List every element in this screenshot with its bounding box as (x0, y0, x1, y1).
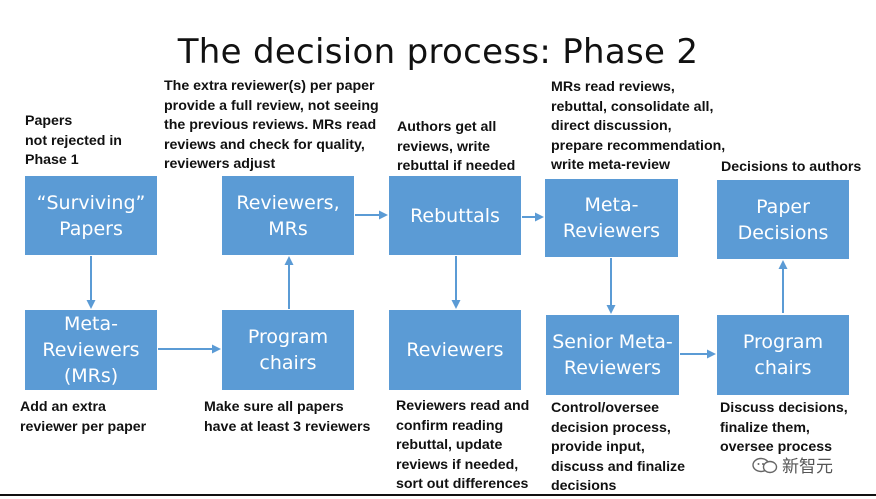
note-control-oversee: Control/oversee decision process, provid… (551, 400, 686, 495)
note-reviewers-read: Reviewers read and confirm reading rebut… (396, 398, 530, 493)
box-paper-decisions: Paper Decisions (717, 180, 849, 259)
watermark: 新智元 (752, 452, 833, 477)
note-authors-get: Authors get all reviews, write rebuttal … (397, 119, 516, 175)
box-rebuttals: Rebuttals (389, 176, 521, 255)
note-make-sure: Make sure all papers have at least 3 rev… (204, 399, 371, 435)
box-reviewers: Reviewers (389, 310, 521, 390)
note-decisions-to-authors: Decisions to authors (721, 159, 862, 175)
box-meta-reviewers-mrs: Meta- Reviewers (MRs) (25, 310, 157, 390)
watermark-logo-icon (752, 456, 778, 474)
page-title: The decision process: Phase 2 (177, 32, 699, 72)
box-program-chairs-1: Program chairs (222, 310, 354, 390)
box-program-chairs-2: Program chairs (717, 315, 849, 395)
note-discuss-decisions: Discuss decisions, finalize them, overse… (720, 400, 848, 456)
note-add-extra-reviewer: Add an extra reviewer per paper (20, 399, 147, 435)
note-mrs-read: MRs read reviews, rebuttal, consolidate … (551, 79, 726, 174)
box-senior-meta-reviewers: Senior Meta- Reviewers (546, 315, 679, 395)
note-papers-not-rejected: Papers not rejected in Phase 1 (25, 113, 122, 169)
box-meta-reviewers: Meta- Reviewers (545, 179, 678, 257)
box-reviewers-mrs: Reviewers, MRs (222, 176, 354, 255)
bottom-divider (0, 494, 876, 496)
watermark-text: 新智元 (782, 457, 833, 477)
box-surviving-papers: “Surviving” Papers (25, 176, 157, 255)
note-extra-reviewers: The extra reviewer(s) per paper provide … (164, 78, 379, 173)
